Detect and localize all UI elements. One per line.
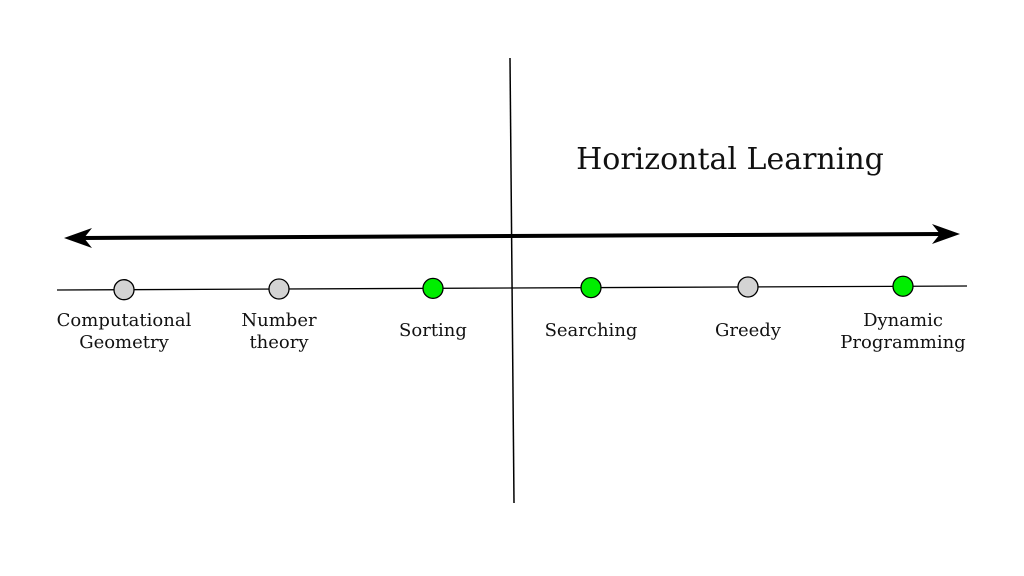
vertical-divider-line — [509, 57, 515, 504]
topic-label: Sorting — [348, 320, 518, 342]
topic-node — [737, 276, 759, 298]
topic-label-line: Searching — [544, 320, 638, 341]
topic-label-line: Sorting — [399, 320, 467, 341]
topic-label-line: Computational — [56, 310, 192, 331]
topic-node — [580, 277, 602, 299]
topic-node — [268, 278, 290, 300]
topic-timeline-line — [56, 285, 968, 291]
topic-node — [892, 275, 914, 297]
topic-label-line: Geometry — [79, 332, 169, 353]
topic-label-line: Greedy — [715, 320, 781, 341]
horizontal-arrow-shaft — [81, 232, 943, 240]
topic-nodes — [113, 275, 914, 301]
topic-label: Searching — [506, 320, 676, 342]
topic-label-line: Programming — [840, 332, 966, 353]
topic-label: Greedy — [663, 320, 833, 342]
topic-label-line: theory — [249, 332, 309, 353]
arrow-left-head-icon — [64, 228, 92, 248]
topic-node — [422, 277, 444, 299]
diagram-title: Horizontal Learning — [576, 142, 884, 177]
topic-label-line: Dynamic — [863, 310, 943, 331]
arrow-right-head-icon — [932, 224, 960, 244]
topic-label-line: Number — [241, 310, 317, 331]
topic-node — [113, 279, 135, 301]
